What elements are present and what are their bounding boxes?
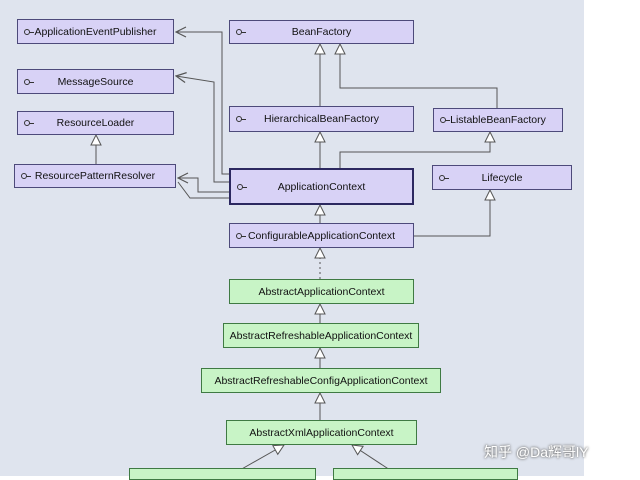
node-listable-bean-factory: ListableBeanFactory: [433, 108, 563, 132]
diagram-canvas: ApplicationEventPublisher MessageSource …: [0, 0, 584, 480]
node-label: ResourceLoader: [56, 117, 135, 129]
node-label: AbstractRefreshableConfigApplicationCont…: [214, 374, 428, 387]
node-lifecycle: Lifecycle: [432, 165, 572, 190]
node-label: ConfigurableApplicationContext: [247, 229, 396, 242]
edge-configurable-lifecycle: [414, 190, 490, 237]
watermark: 知乎 @Da辉哥lY: [484, 444, 589, 460]
node-label: ListableBeanFactory: [450, 114, 546, 126]
node-application-context: ApplicationContext: [229, 168, 414, 205]
node-abstract-application-context: AbstractApplicationContext: [229, 279, 414, 304]
edge-appctx-patternresolver: [178, 178, 230, 193]
node-label: ResourcePatternResolver: [34, 170, 156, 182]
node-application-event-publisher: ApplicationEventPublisher: [17, 19, 174, 44]
node-abstract-refreshable-config-application-context: AbstractRefreshableConfigApplicationCont…: [201, 368, 441, 393]
node-label: MessageSource: [57, 75, 134, 88]
node-lower-left-subclass: [129, 468, 316, 480]
edge-appctx-listable: [339, 132, 490, 168]
node-label: Lifecycle: [481, 171, 523, 184]
edge-appctx-messagesource: [176, 76, 230, 183]
interface-icon: [237, 183, 247, 190]
node-resource-pattern-resolver: ResourcePatternResolver: [14, 164, 176, 188]
interface-icon: [21, 173, 31, 179]
node-label: ApplicationEventPublisher: [34, 25, 157, 38]
edge-lower-left-xml: [239, 445, 284, 471]
node-abstract-xml-application-context: AbstractXmlApplicationContext: [226, 420, 417, 445]
node-configurable-application-context: ConfigurableApplicationContext: [229, 223, 414, 248]
interface-icon: [439, 174, 449, 181]
node-lower-right-subclass: [333, 468, 518, 480]
interface-icon: [24, 120, 34, 126]
interface-icon: [236, 116, 246, 122]
interface-icon: [440, 117, 450, 123]
node-label: AbstractApplicationContext: [258, 285, 385, 298]
interface-icon: [236, 29, 246, 35]
edge-listable-beanfactory: [340, 44, 498, 108]
node-bean-factory: BeanFactory: [229, 20, 414, 44]
node-label: BeanFactory: [291, 26, 352, 38]
interface-icon: [236, 232, 246, 239]
node-hierarchical-bean-factory: HierarchicalBeanFactory: [229, 106, 414, 132]
node-message-source: MessageSource: [17, 69, 174, 94]
node-label: AbstractXmlApplicationContext: [249, 426, 394, 439]
node-label: ApplicationContext: [277, 180, 366, 193]
edge-appctx-eventpublisher: [176, 32, 230, 175]
node-label: HierarchicalBeanFactory: [264, 113, 379, 125]
edge-appctx-patternresolver-2: [177, 181, 230, 199]
node-resource-loader: ResourceLoader: [17, 111, 174, 135]
interface-icon: [24, 78, 34, 85]
edge-lower-right-xml: [352, 445, 391, 471]
node-label: AbstractRefreshableApplicationContext: [229, 329, 413, 342]
interface-icon: [24, 28, 34, 35]
edges-layer: [0, 0, 498, 471]
node-abstract-refreshable-application-context: AbstractRefreshableApplicationContext: [223, 323, 419, 348]
